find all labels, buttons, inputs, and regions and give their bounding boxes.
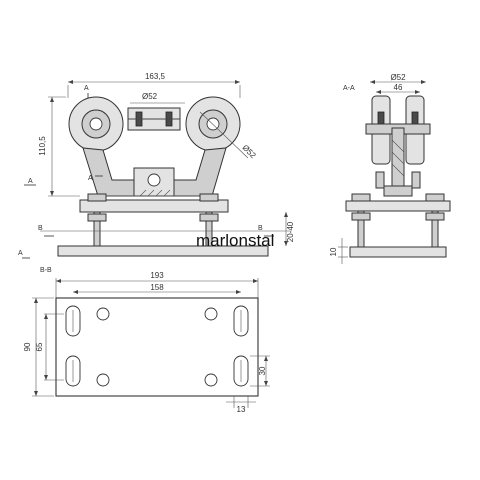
dim-edge-offset: 13 [237, 405, 246, 414]
section-a-top-left: A [84, 85, 89, 92]
dim-hole-spacing-vertical: 65 [35, 342, 44, 351]
side-section-aa: A-A Ø52 46 10 [329, 73, 451, 264]
dim-top-width: 163,5 [145, 72, 166, 81]
mounting-plate [79, 199, 229, 213]
dim-range: 20-40 [286, 221, 295, 242]
dim-slot-length: 30 [258, 366, 267, 375]
section-a-inner: A [88, 175, 93, 182]
brand-watermark: marlonstal [196, 231, 274, 250]
section-bb-label: B-B [40, 267, 52, 274]
section-a-left-mid: A [28, 178, 33, 185]
dim-side-plate: 10 [329, 247, 338, 256]
front-view: 163,5 A Ø52 Ø52 A [18, 72, 295, 259]
section-bb-view: B-B 193 158 90 [23, 267, 270, 414]
section-a-left-low: A [18, 250, 23, 257]
dim-plate-height: 90 [23, 342, 32, 351]
section-b-left: B [38, 225, 43, 232]
dim-side-width: 46 [394, 83, 403, 92]
dim-wheel-dia-front: Ø52 [142, 92, 158, 101]
dim-height: 110,5 [38, 136, 47, 156]
base-plate-top [55, 297, 259, 397]
section-b-right: B [258, 225, 263, 232]
base-plate [57, 245, 269, 257]
dim-plate-width: 193 [150, 271, 164, 280]
dim-wheel-dia-side: Ø52 [390, 73, 406, 82]
dim-hole-spacing: 158 [150, 283, 164, 292]
dim-wheel-dia-angled: Ø52 [241, 143, 258, 160]
section-aa-label: A-A [343, 85, 355, 92]
